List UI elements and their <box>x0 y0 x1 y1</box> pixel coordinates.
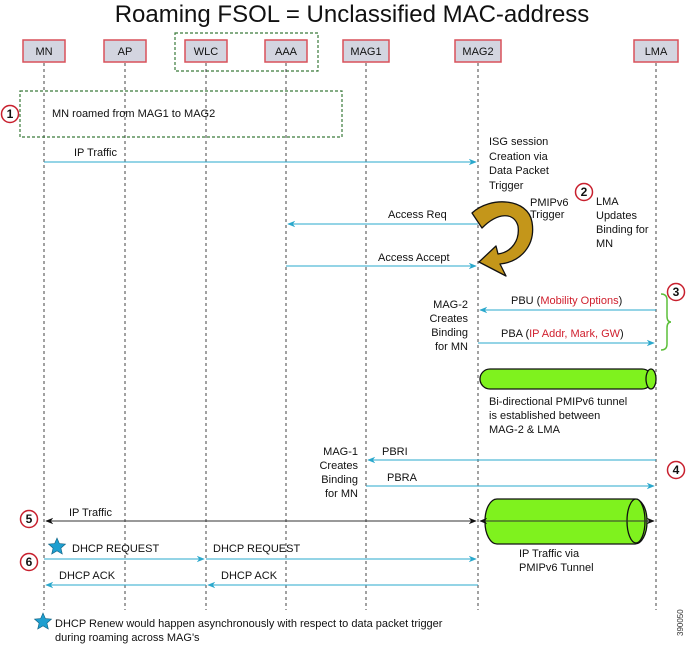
mag1-creates-line: for MN <box>325 488 358 500</box>
diagram-title: Roaming FSOL = Unclassified MAC-address <box>115 1 590 28</box>
svg-text:1: 1 <box>7 107 14 121</box>
tunnel-note-line: MAG-2 & LMA <box>489 424 561 436</box>
msg-ip-traffic-label: IP Traffic <box>74 147 118 159</box>
actor-mn: MN <box>22 39 66 63</box>
isg-note-line: Creation via <box>489 151 549 163</box>
isg-note-line: Data Packet <box>489 165 549 177</box>
msg-pbri-label: PBRI <box>382 446 408 458</box>
svg-text:6: 6 <box>26 555 33 569</box>
svg-text:4: 4 <box>673 463 680 477</box>
actor-wlc: WLC <box>184 39 228 63</box>
step-6-badge: 6 <box>19 552 39 572</box>
msg-pba-label: PBA (IP Addr, Mark, GW) <box>501 328 624 340</box>
lma-updates-line: Updates <box>596 210 637 222</box>
pmip-trigger-line: Trigger <box>530 209 565 221</box>
roamed-note-box <box>19 90 343 138</box>
msg-dhcp-request-2-label: DHCP REQUEST <box>213 543 300 555</box>
tunnel-note-line: is established between <box>489 410 600 422</box>
tunnel-note-line: Bi-directional PMIPv6 tunnel <box>489 396 627 408</box>
step-4-badge: 4 <box>666 460 686 480</box>
actor-lma: LMA <box>633 39 679 63</box>
msg-access-req-label: Access Req <box>388 209 447 221</box>
figure-id: 390050 <box>676 609 685 636</box>
star-icon <box>47 537 67 555</box>
lma-updates-line: MN <box>596 238 613 250</box>
roamed-note: MN roamed from MAG1 to MAG2 <box>52 108 215 120</box>
actor-mag2: MAG2 <box>454 39 502 63</box>
msg-ip-traffic-2-label: IP Traffic <box>69 507 113 519</box>
ip-via-tunnel-line: IP Traffic via <box>519 548 580 560</box>
star-icon <box>33 612 53 630</box>
msg-dhcp-ack-2-label: DHCP ACK <box>221 570 278 582</box>
actor-label: AAA <box>275 46 298 58</box>
mag2-creates-line: Binding <box>431 327 468 339</box>
msg-dhcp-request-1-label: DHCP REQUEST <box>72 543 159 555</box>
svg-text:2: 2 <box>581 185 588 199</box>
footnote-line: DHCP Renew would happen asynchronously w… <box>55 618 443 630</box>
lifelines <box>43 63 657 610</box>
wlc-aaa-group <box>174 32 319 72</box>
actor-mag1: MAG1 <box>342 39 390 63</box>
mag2-creates-line: Creates <box>429 313 468 325</box>
actor-label: MN <box>35 46 52 58</box>
step-5-badge: 5 <box>19 509 39 529</box>
pmip-trigger-curved-arrow-icon <box>471 201 534 277</box>
pmipv6-tunnel-1 <box>479 368 657 390</box>
msg-dhcp-ack-1-label: DHCP ACK <box>59 570 116 582</box>
mag2-creates-line: for MN <box>435 341 468 353</box>
step-3-badge: 3 <box>666 282 686 302</box>
isg-note-line: ISG session <box>489 136 548 148</box>
pmip-trigger-line: PMIPv6 <box>530 197 569 209</box>
actor-label: MAG2 <box>462 46 493 58</box>
mag2-creates-line: MAG-2 <box>433 299 468 311</box>
isg-note-line: Trigger <box>489 180 524 192</box>
msg-pbra-label: PBRA <box>387 472 418 484</box>
msg-pbu-label: PBU (Mobility Options) <box>511 295 622 307</box>
mag1-creates-line: Creates <box>319 460 358 472</box>
actor-aaa: AAA <box>264 39 308 63</box>
footnote-line: during roaming across MAG's <box>55 632 200 644</box>
ip-via-tunnel-line: PMIPv6 Tunnel <box>519 562 594 574</box>
step-2-badge: 2 <box>574 182 594 202</box>
svg-text:5: 5 <box>26 512 33 526</box>
mag1-creates-line: Binding <box>321 474 358 486</box>
lma-updates-line: Binding for <box>596 224 649 236</box>
actor-label: MAG1 <box>350 46 381 58</box>
actor-ap: AP <box>103 39 147 63</box>
lma-updates-line: LMA <box>596 196 619 208</box>
step-1-badge: 1 <box>0 104 20 124</box>
step-3-brace <box>660 293 672 351</box>
msg-access-accept-label: Access Accept <box>378 252 450 264</box>
svg-text:3: 3 <box>673 285 680 299</box>
mag1-creates-line: MAG-1 <box>323 446 358 458</box>
actor-label: LMA <box>645 46 668 58</box>
actor-label: WLC <box>194 46 219 58</box>
actor-label: AP <box>118 46 133 58</box>
